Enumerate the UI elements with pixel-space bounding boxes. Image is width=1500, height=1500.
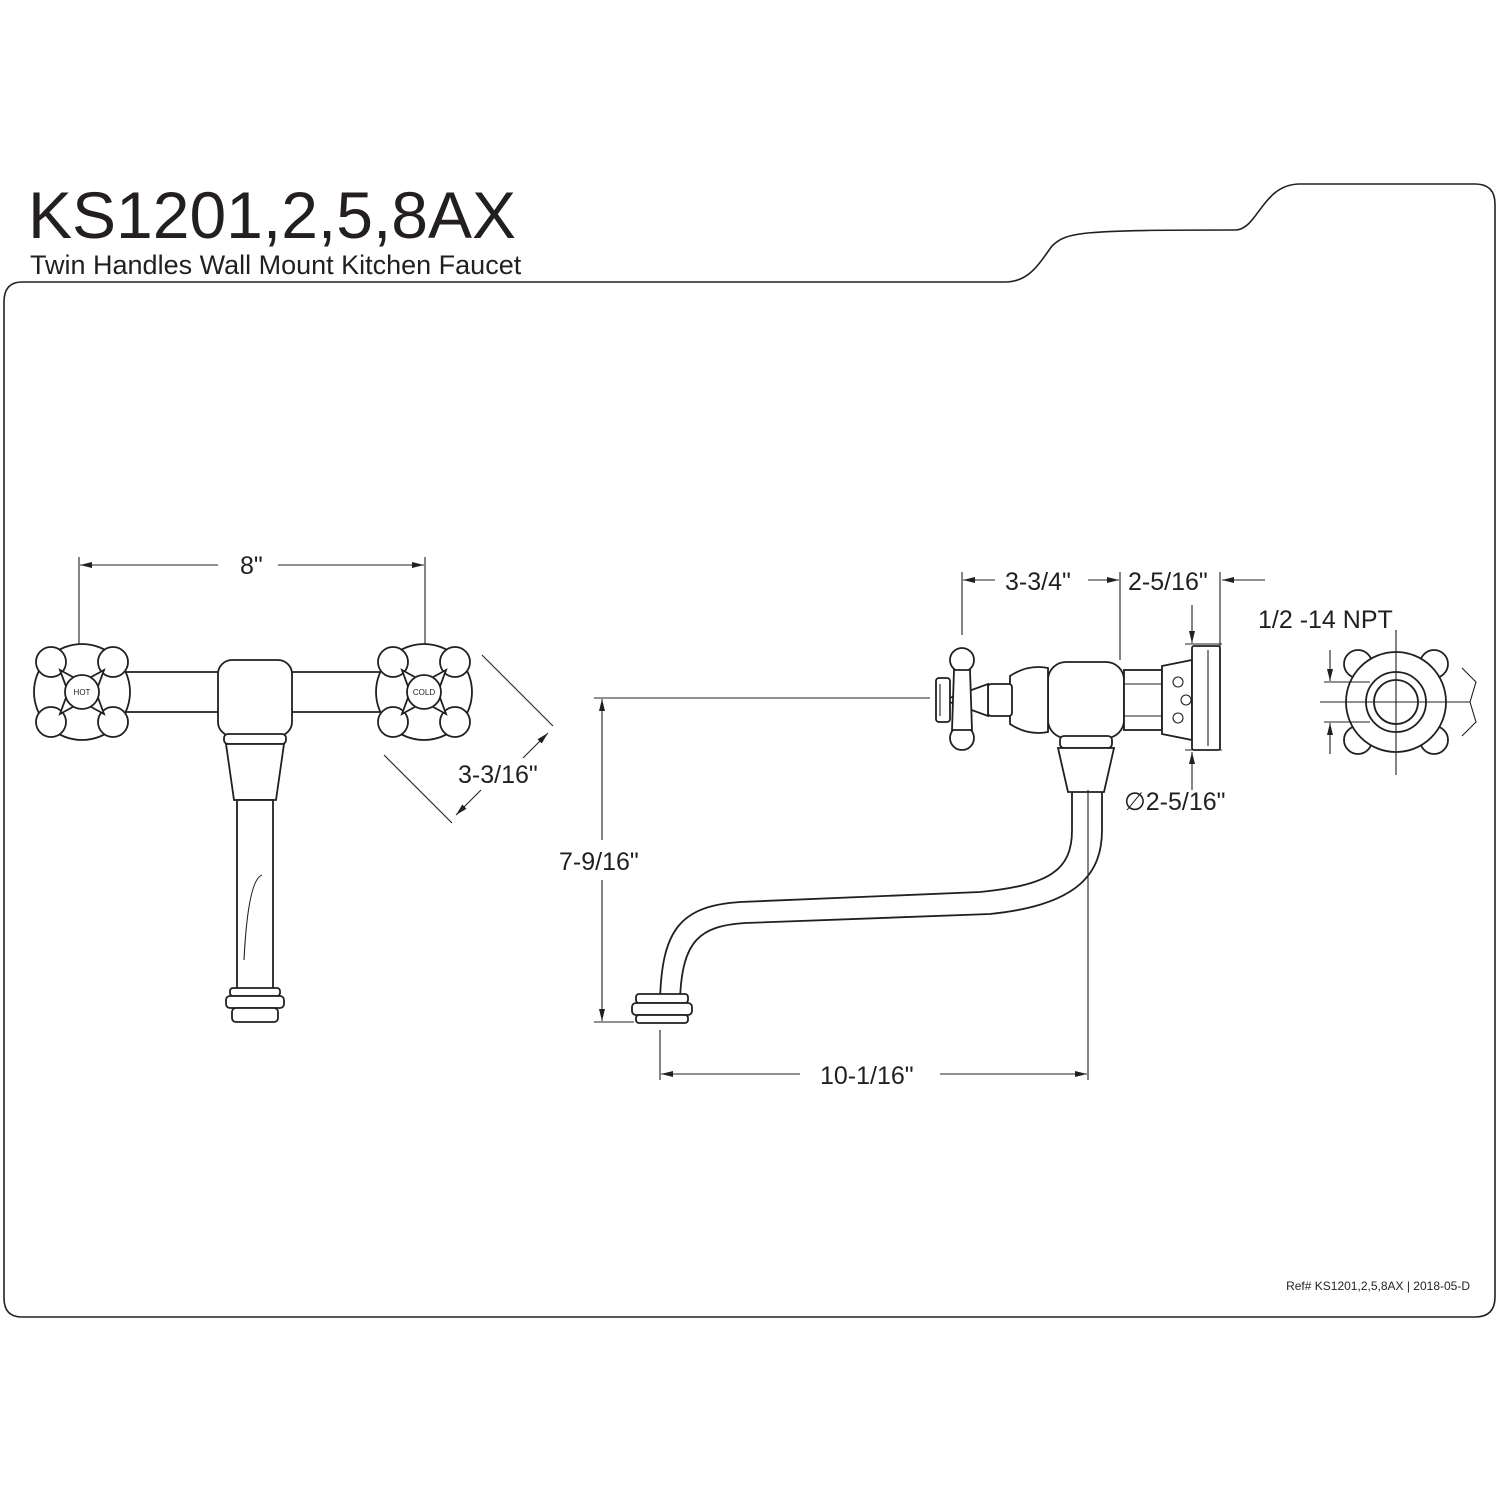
dim-handle-3-3-16: 3-3/16"	[458, 761, 538, 789]
page-title: KS1201,2,5,8AX	[28, 178, 516, 252]
dim-width-8in: 8"	[240, 552, 263, 580]
side-spout	[659, 789, 1103, 1001]
dim-diameter-2-5-16: ∅2-5/16"	[1124, 788, 1226, 816]
dim-reach-10-1-16: 10-1/16"	[820, 1062, 914, 1090]
cold-label: COLD	[413, 688, 435, 697]
dim-depth-3-3-4: 3-3/4"	[1005, 568, 1071, 596]
side-wall-flange	[1191, 645, 1221, 751]
dim-height-7-9-16: 7-9/16"	[559, 848, 639, 876]
front-center-block	[217, 659, 293, 737]
end-view: 1/2 -14 NPT	[1258, 606, 1477, 775]
page-subtitle: Twin Handles Wall Mount Kitchen Faucet	[30, 250, 522, 280]
front-view: 8" HOT	[33, 552, 554, 1023]
side-valve-body	[1047, 661, 1125, 739]
sheet-frame	[3, 183, 1496, 1318]
front-spout	[236, 799, 274, 991]
thread-spec-label: 1/2 -14 NPT	[1258, 606, 1393, 634]
hot-label: HOT	[74, 688, 91, 697]
hot-handle: HOT	[33, 643, 131, 741]
cold-handle: COLD	[375, 643, 473, 741]
side-view: 3-3/4" 2-5/16" 7-9/16"	[559, 568, 1265, 1090]
footer-reference: Ref# KS1201,2,5,8AX | 2018-05-D	[1286, 1279, 1470, 1293]
dim-flange-2-5-16: 2-5/16"	[1128, 568, 1208, 596]
side-handle	[935, 647, 989, 751]
